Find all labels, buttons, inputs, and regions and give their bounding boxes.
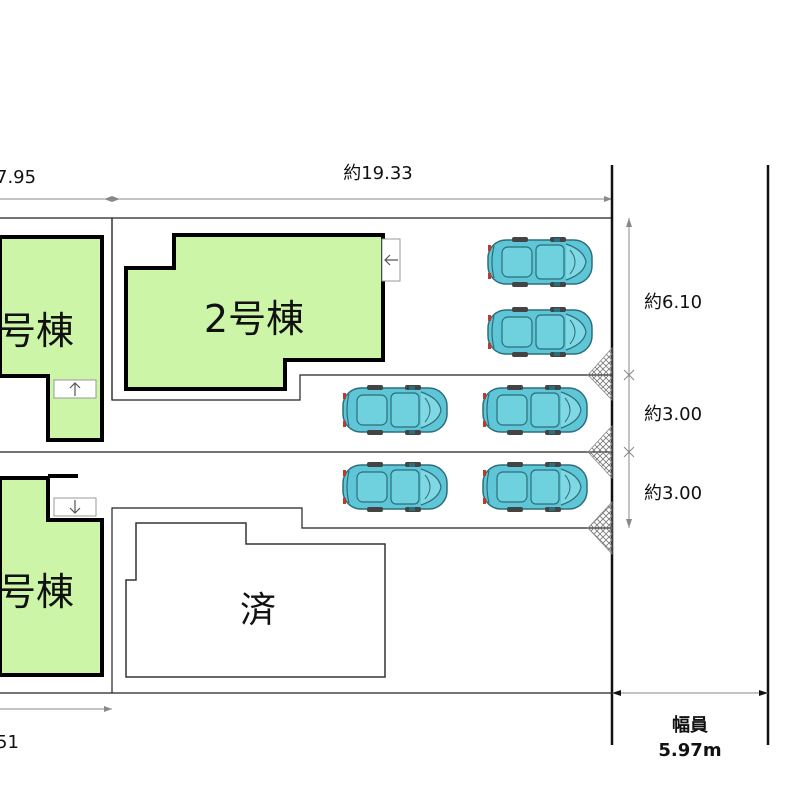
road-width-value: 5.97m (658, 740, 721, 761)
top-left-width-label: 7.95 (0, 167, 36, 188)
building-1: 号棟 (0, 235, 104, 442)
car-icon (342, 384, 448, 436)
top-right-width-label: 約19.33 (343, 163, 413, 184)
entrance-arrow-icon (53, 497, 97, 517)
car-icon (342, 461, 448, 513)
building-3: 号棟 (0, 474, 104, 677)
depth-3-label: 約3.00 (644, 483, 702, 504)
car-icon (482, 384, 588, 436)
road-boundaries (610, 165, 770, 745)
building-2: 2号棟 (124, 233, 401, 391)
entrance-arrow-icon (381, 238, 401, 282)
entrance-arrow-icon (53, 379, 97, 399)
car-icon (482, 461, 588, 513)
road-width: 幅員 5.97m (612, 690, 768, 761)
top-dimension: 7.95 約19.33 (0, 163, 612, 202)
road-label: 幅員 (672, 714, 708, 736)
building-3-label: 号棟 (0, 570, 74, 614)
bottom-dimension: 51 (0, 706, 112, 753)
corner-hatches (587, 346, 613, 556)
building-1-label: 号棟 (0, 309, 74, 353)
depth-2-label: 約3.00 (644, 404, 702, 425)
depth-1-label: 約6.10 (644, 292, 702, 313)
lot-outline (0, 217, 612, 694)
building-2-label: 2号棟 (204, 297, 304, 341)
car-icon (487, 306, 593, 358)
bottom-left-width-label: 51 (0, 732, 19, 753)
building-4-sold: 済 (125, 522, 386, 678)
building-4-label: 済 (240, 590, 276, 631)
right-dimension: 約6.10 約3.00 約3.00 (623, 218, 702, 528)
car-icon (487, 236, 593, 288)
